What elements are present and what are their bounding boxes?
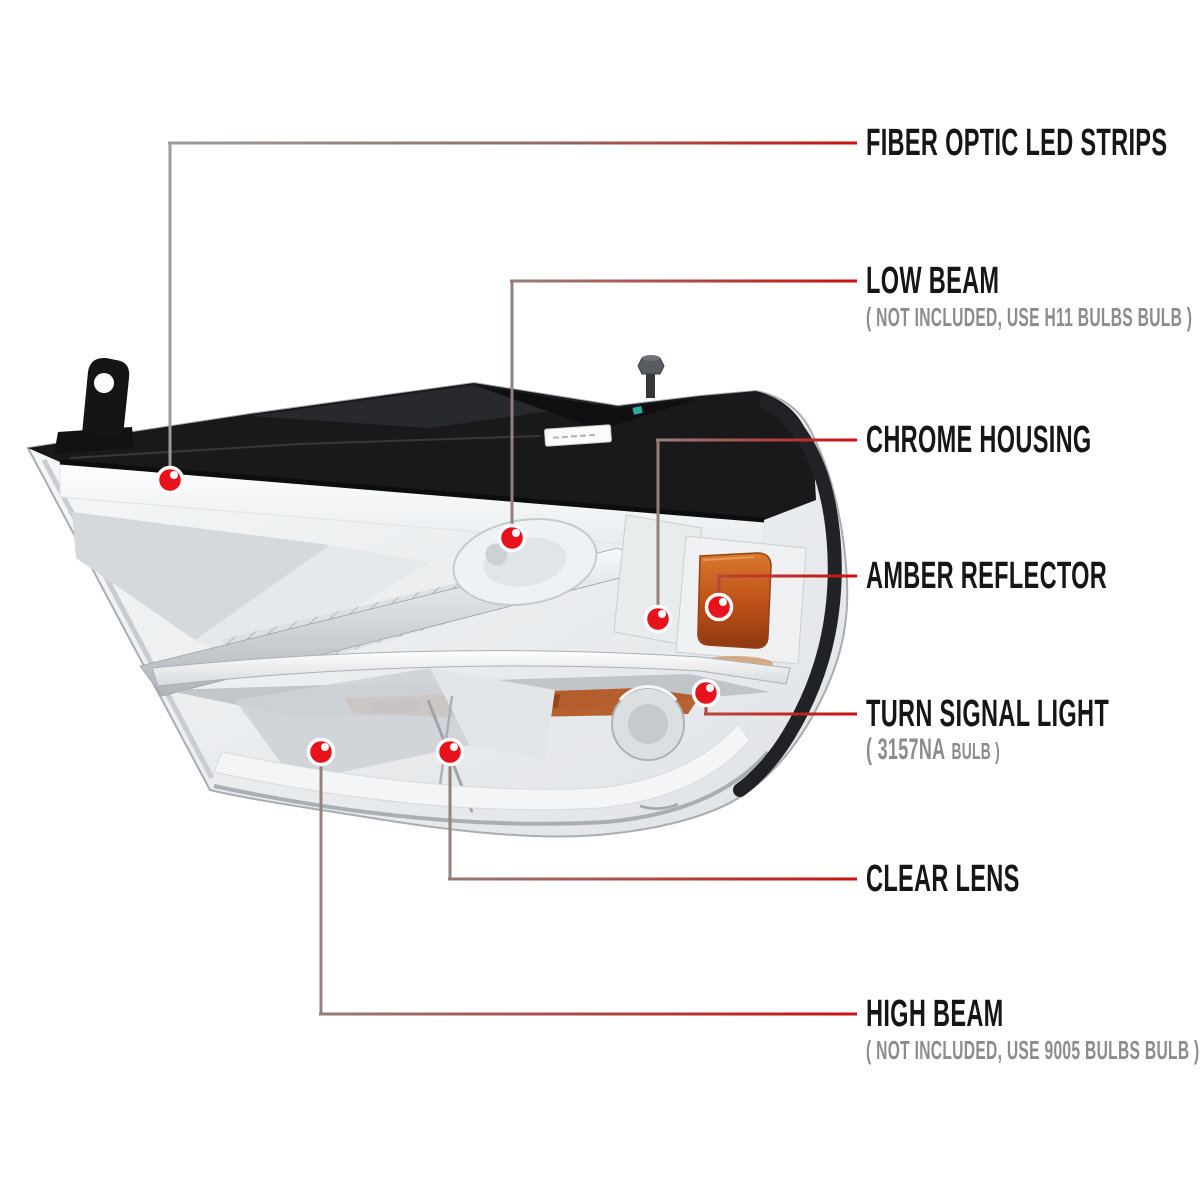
lower-led-strip-shape: [213, 723, 751, 811]
callout-label: LOW BEAM: [866, 260, 1000, 302]
callout-label: CHROME HOUSING: [866, 419, 1092, 461]
adjuster-bolt: [637, 355, 665, 398]
callout-label: TURN SIGNAL LIGHT: [866, 693, 1110, 735]
callout-dots: [155, 465, 734, 767]
callout-label: CLEAR LENS: [866, 858, 1020, 900]
callout-low-beam: LOW BEAM ( NOT INCLUDED, USE H11 BULBS B…: [866, 261, 1200, 332]
callout-dot-clear-lens: [435, 737, 465, 767]
housing-trim-shape: [733, 395, 842, 797]
callout-sublabel: ( NOT INCLUDED, USE 9005 BULBS BULB ): [866, 1035, 1200, 1065]
callout-high-beam: HIGH BEAM ( NOT INCLUDED, USE 9005 BULBS…: [866, 994, 1200, 1065]
callout-leaders: [168, 141, 857, 1016]
callout-label: FIBER OPTIC LED STRIPS: [866, 122, 1168, 164]
callout-chrome-housing: CHROME HOUSING: [866, 420, 1200, 460]
bulb-code: ( 3157NA: [866, 733, 946, 766]
callout-dot-amber-reflector: [704, 592, 734, 622]
callout-sublabel: ( NOT INCLUDED, USE H11 BULBS BULB ): [866, 302, 1193, 332]
callout-dot-low-beam: [497, 523, 527, 553]
bulb-word: BULB ): [951, 738, 1001, 764]
callout-dot-chrome-housing: [643, 604, 673, 634]
callout-label: HIGH BEAM: [866, 993, 1004, 1035]
callout-dot-turn-signal-light: [691, 678, 721, 708]
callout-amber-reflector: AMBER REFLECTOR: [866, 556, 1200, 596]
callout-label: AMBER REFLECTOR: [866, 555, 1108, 597]
callout-dot-fiber-optic-led-strips: [155, 465, 185, 495]
part-sticker: [544, 424, 612, 447]
callout-dot-high-beam: [306, 737, 336, 767]
paint-mark: [632, 406, 643, 415]
headlight-body: [26, 355, 849, 838]
mounting-tab: [54, 357, 134, 454]
callout-fiber-optic-led-strips: FIBER OPTIC LED STRIPS: [866, 123, 1200, 163]
callout-clear-lens: CLEAR LENS: [866, 859, 1114, 899]
